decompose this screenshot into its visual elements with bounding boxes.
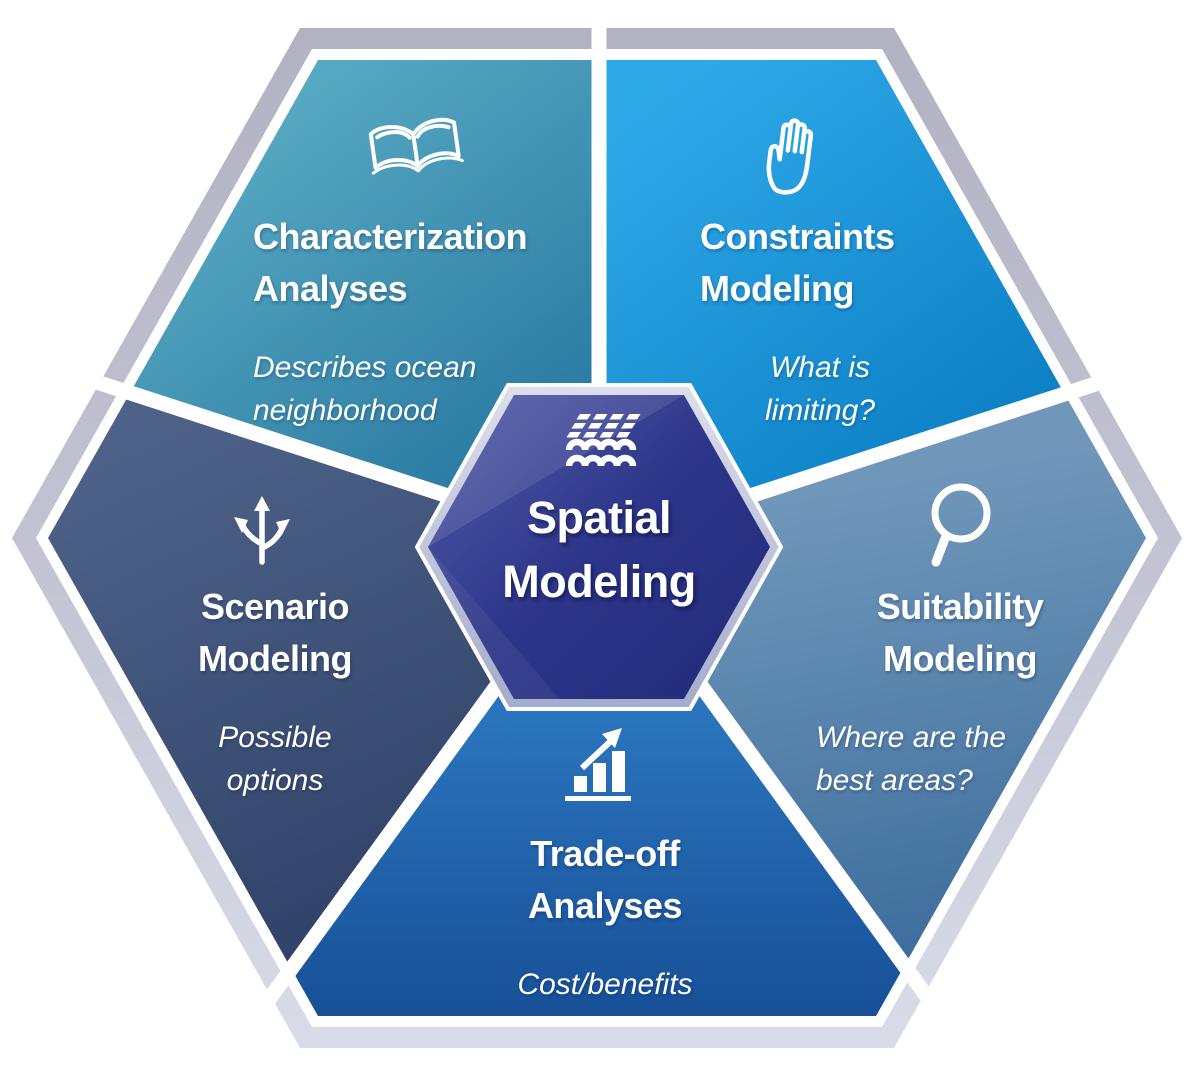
characterization-title: Characterization Analyses xyxy=(253,216,528,310)
scenario-title: Scenario Modeling xyxy=(198,586,352,680)
center-hexagon xyxy=(414,383,784,711)
suitability-subtitle: Where are the best areas? xyxy=(816,721,1007,797)
center-hexagon-sheen xyxy=(428,547,560,699)
scenario-subtitle: Possible options xyxy=(218,721,332,797)
tradeoff-title: Trade-off Analyses xyxy=(527,833,683,927)
constraints-subtitle: What is limiting? xyxy=(764,351,876,427)
center-hexagon-face xyxy=(428,395,770,699)
rising-bar-chart-icon xyxy=(565,728,631,801)
branching-arrows-icon xyxy=(234,496,290,565)
center-text: Spatial Modeling xyxy=(449,468,749,632)
constraints-title: Constraints Modeling xyxy=(700,216,895,310)
open-book-icon xyxy=(368,117,464,175)
center-title: Spatial Modeling xyxy=(502,492,696,607)
tradeoff-subtitle: Cost/benefits xyxy=(517,968,693,1002)
segment-tradeoff-shape xyxy=(70,545,1128,1016)
suitability-title: Suitability Modeling xyxy=(876,586,1044,680)
segment-constraints-text: Constraints Modeling What is limiting? xyxy=(700,193,940,451)
characterization-subtitle: Describes ocean neighborhood xyxy=(253,351,477,427)
segment-tradeoff-text: Trade-off Analyses Cost/benefits xyxy=(455,810,755,1025)
segment-scenario-text: Scenario Modeling Possible options xyxy=(125,563,425,821)
segment-characterization-text: Characterization Analyses Describes ocea… xyxy=(253,193,613,451)
water-waves-icon xyxy=(565,414,641,467)
raised-hand-icon xyxy=(766,118,814,195)
segment-suitability-text: Suitability Modeling Where are the best … xyxy=(810,563,1110,821)
magnifier-icon xyxy=(931,483,991,567)
